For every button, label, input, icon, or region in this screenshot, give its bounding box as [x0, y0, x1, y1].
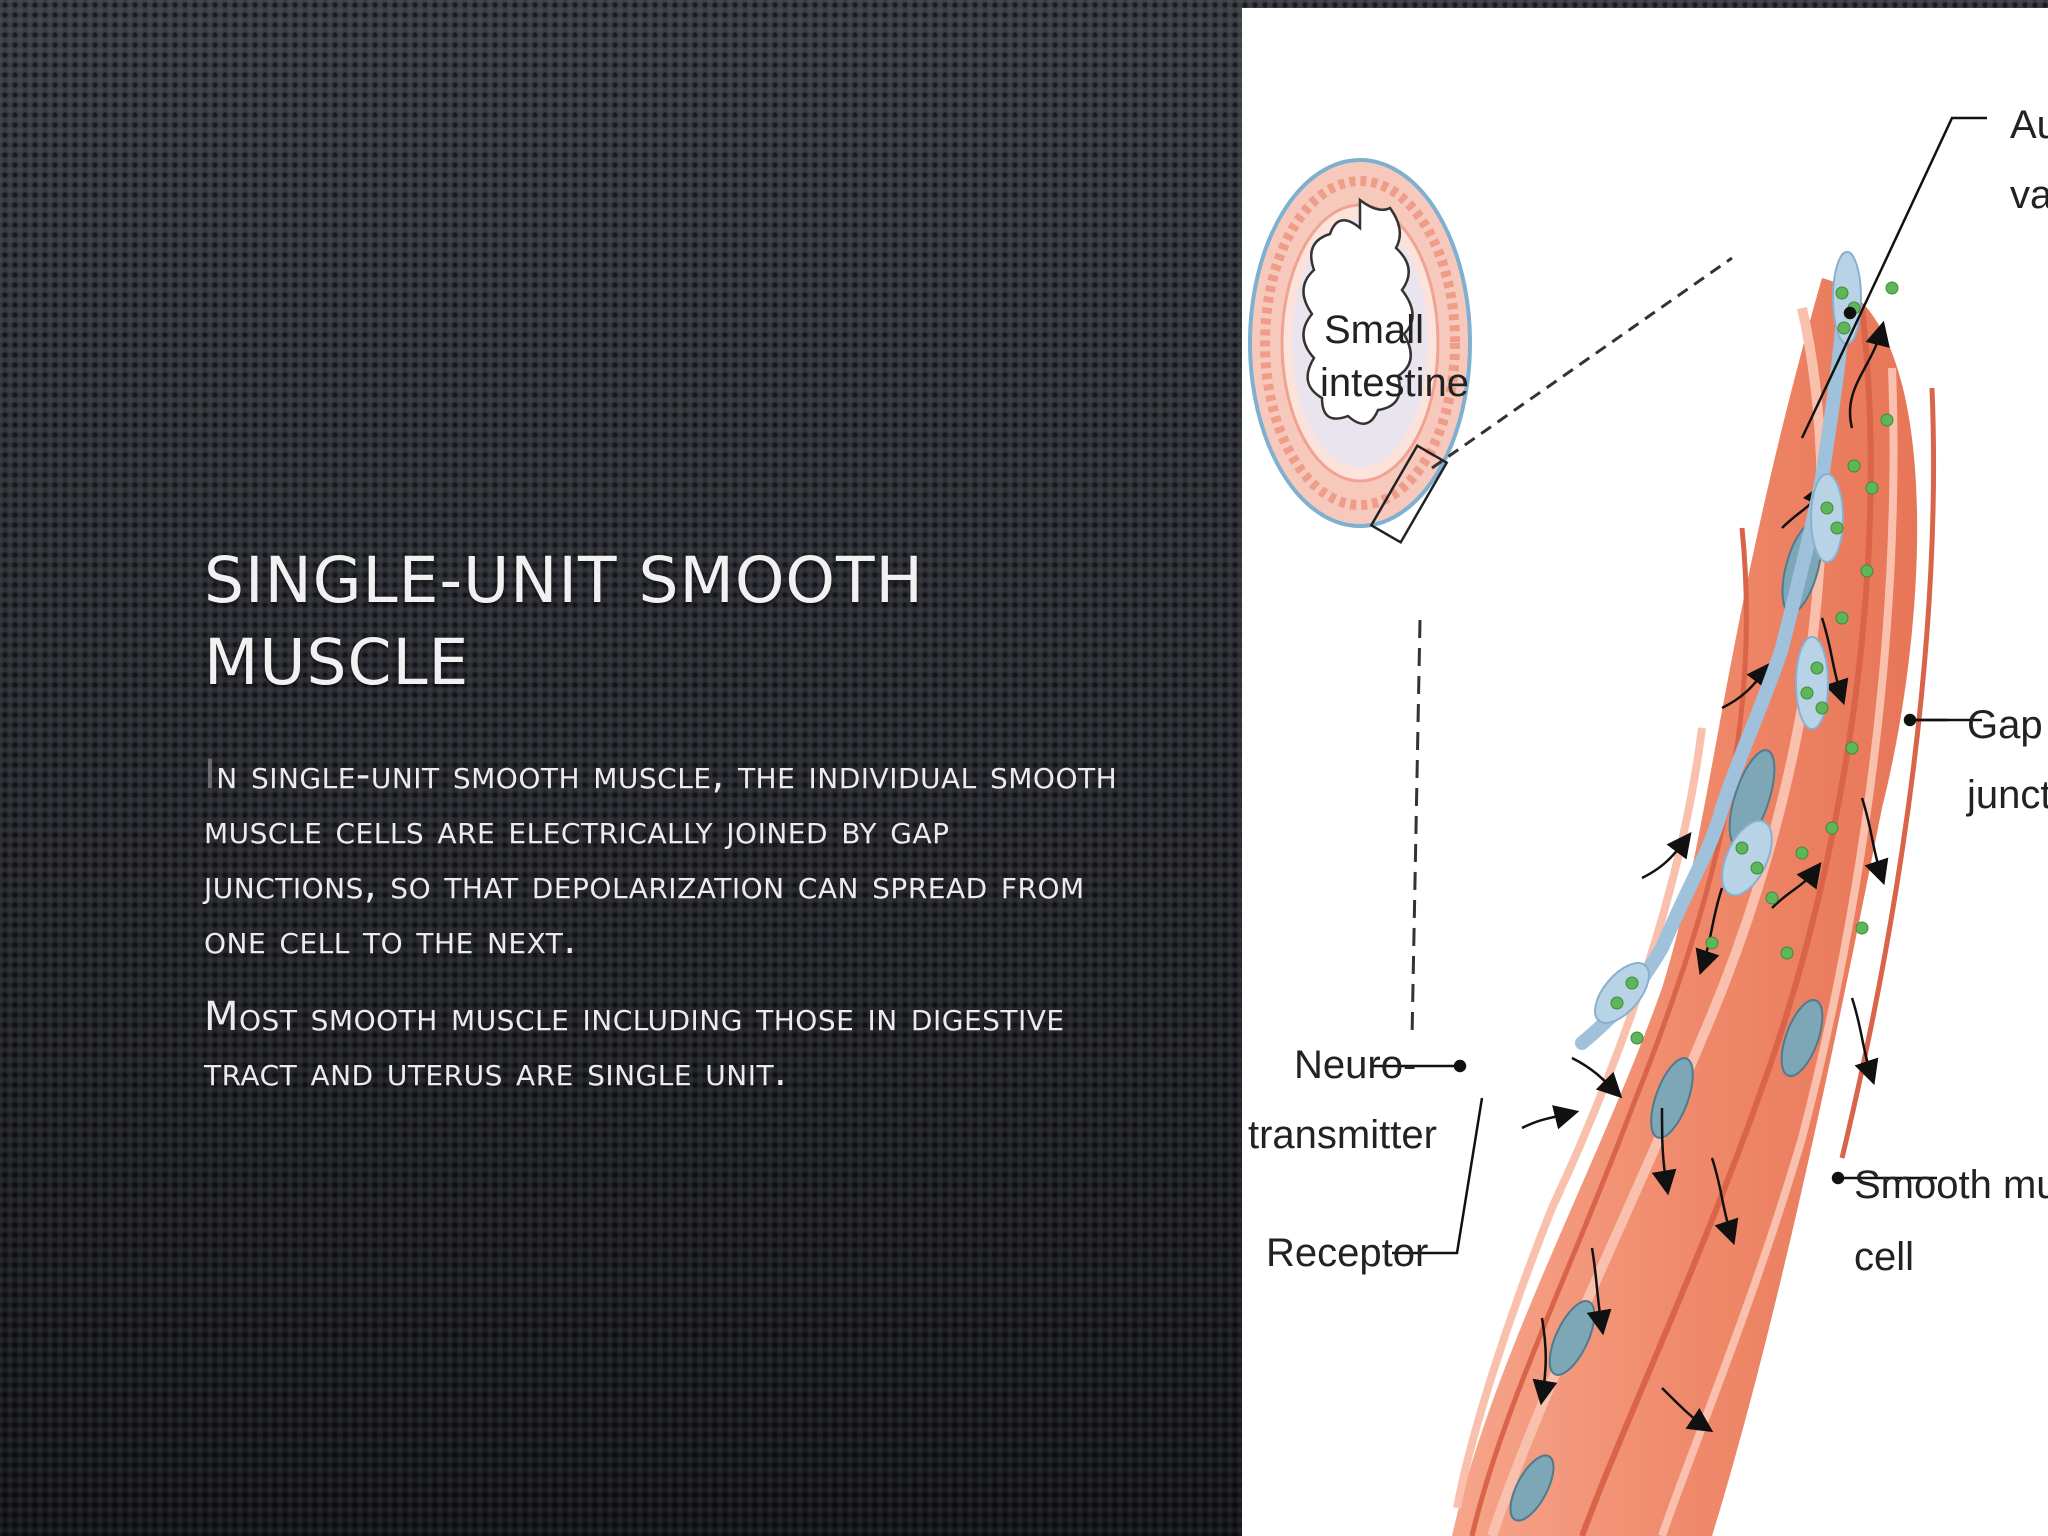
- label-gap: Gap: [1967, 703, 2043, 747]
- paragraph-2-text: ost smooth muscle including those in dig…: [204, 994, 1065, 1095]
- text-area: Single-unit smooth muscle In single-unit…: [204, 540, 1124, 1122]
- zoom-line-top: [1431, 256, 1733, 470]
- diagram-svg: Small intestine: [1248, 103, 2048, 1536]
- vesicles: [1610, 281, 1899, 1045]
- label-transmitter: transmitter: [1248, 1113, 1437, 1157]
- label-intestine: intestine: [1320, 361, 1469, 405]
- label-small: Small: [1324, 308, 1424, 352]
- label-smooth-muscle: Smooth muscle: [1854, 1163, 2048, 1207]
- propagation-arrows: [1521, 320, 1890, 1433]
- paragraph-2-initial: M: [204, 994, 240, 1040]
- callout-varicosity: [1800, 116, 1987, 439]
- autonomic-neuron: [1575, 251, 1862, 1050]
- label-junction: junction: [1966, 773, 2048, 817]
- paragraph-1: In single-unit smooth muscle, the indivi…: [204, 748, 1124, 968]
- label-receptor: Receptor: [1266, 1231, 1428, 1275]
- slide-title: Single-unit smooth muscle: [204, 544, 924, 699]
- paragraph-1-initial: I: [204, 752, 217, 798]
- label-neuro: Neuro-: [1294, 1043, 1416, 1087]
- intestine-cross-section: Small intestine: [1248, 158, 1472, 545]
- paragraph-1-text: n single-unit smooth muscle, the individ…: [204, 752, 1118, 963]
- label-cell: cell: [1854, 1235, 1914, 1279]
- label-autonomic: Autonomic neuron: [2010, 103, 2048, 147]
- muscle-fibers: [1452, 278, 1937, 1536]
- callout-lines: [1372, 116, 1987, 1255]
- paragraph-2: Most smooth muscle including those in di…: [204, 990, 1124, 1100]
- label-varicosity: varicosity: [2010, 173, 2048, 217]
- callout-receptor: [1392, 1097, 1484, 1255]
- labels: Autonomic neuron varicosity Gap junction…: [1248, 103, 2048, 1279]
- smooth-muscle-diagram: Small intestine: [1242, 8, 2048, 1536]
- zoom-line-bottom: [1410, 619, 1422, 1039]
